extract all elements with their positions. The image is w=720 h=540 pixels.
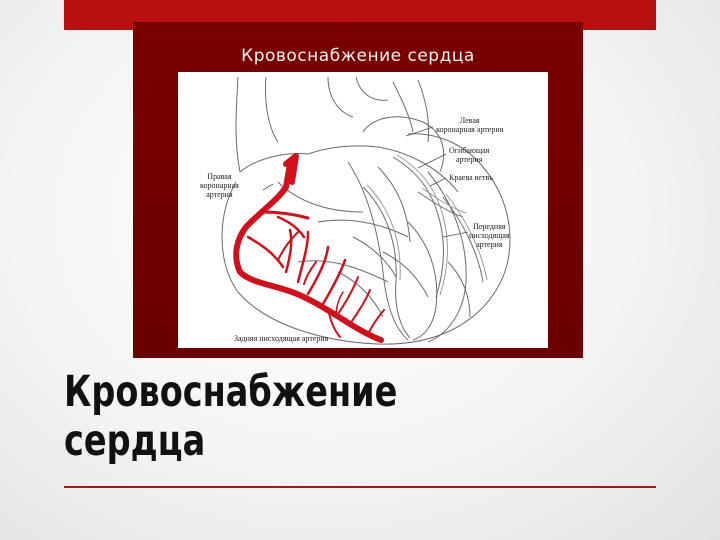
figure-frame: Кровоснабжение сердца bbox=[133, 22, 583, 358]
heart-diagram: Левая коронарная артерия Огибающая артер… bbox=[178, 72, 548, 348]
label-circumflex-artery: Огибающая артерия bbox=[449, 146, 490, 164]
figure-title: Кровоснабжение сердца bbox=[241, 46, 475, 66]
label-posterior-descending-artery: Задняя нисходящая артерия bbox=[234, 334, 329, 343]
heart-illustration bbox=[221, 76, 511, 345]
label-anterior-descending-artery: Передняя нисходящая артерия bbox=[469, 222, 510, 249]
slide-title: Кровоснабжение сердца bbox=[64, 367, 398, 466]
title-underline bbox=[64, 486, 656, 488]
label-left-coronary-artery: Левая коронарная артерия bbox=[436, 116, 504, 134]
label-right-coronary-artery: Правая коронарная артерия bbox=[200, 172, 239, 199]
label-marginal-branch: Краева ветвь bbox=[449, 173, 493, 182]
